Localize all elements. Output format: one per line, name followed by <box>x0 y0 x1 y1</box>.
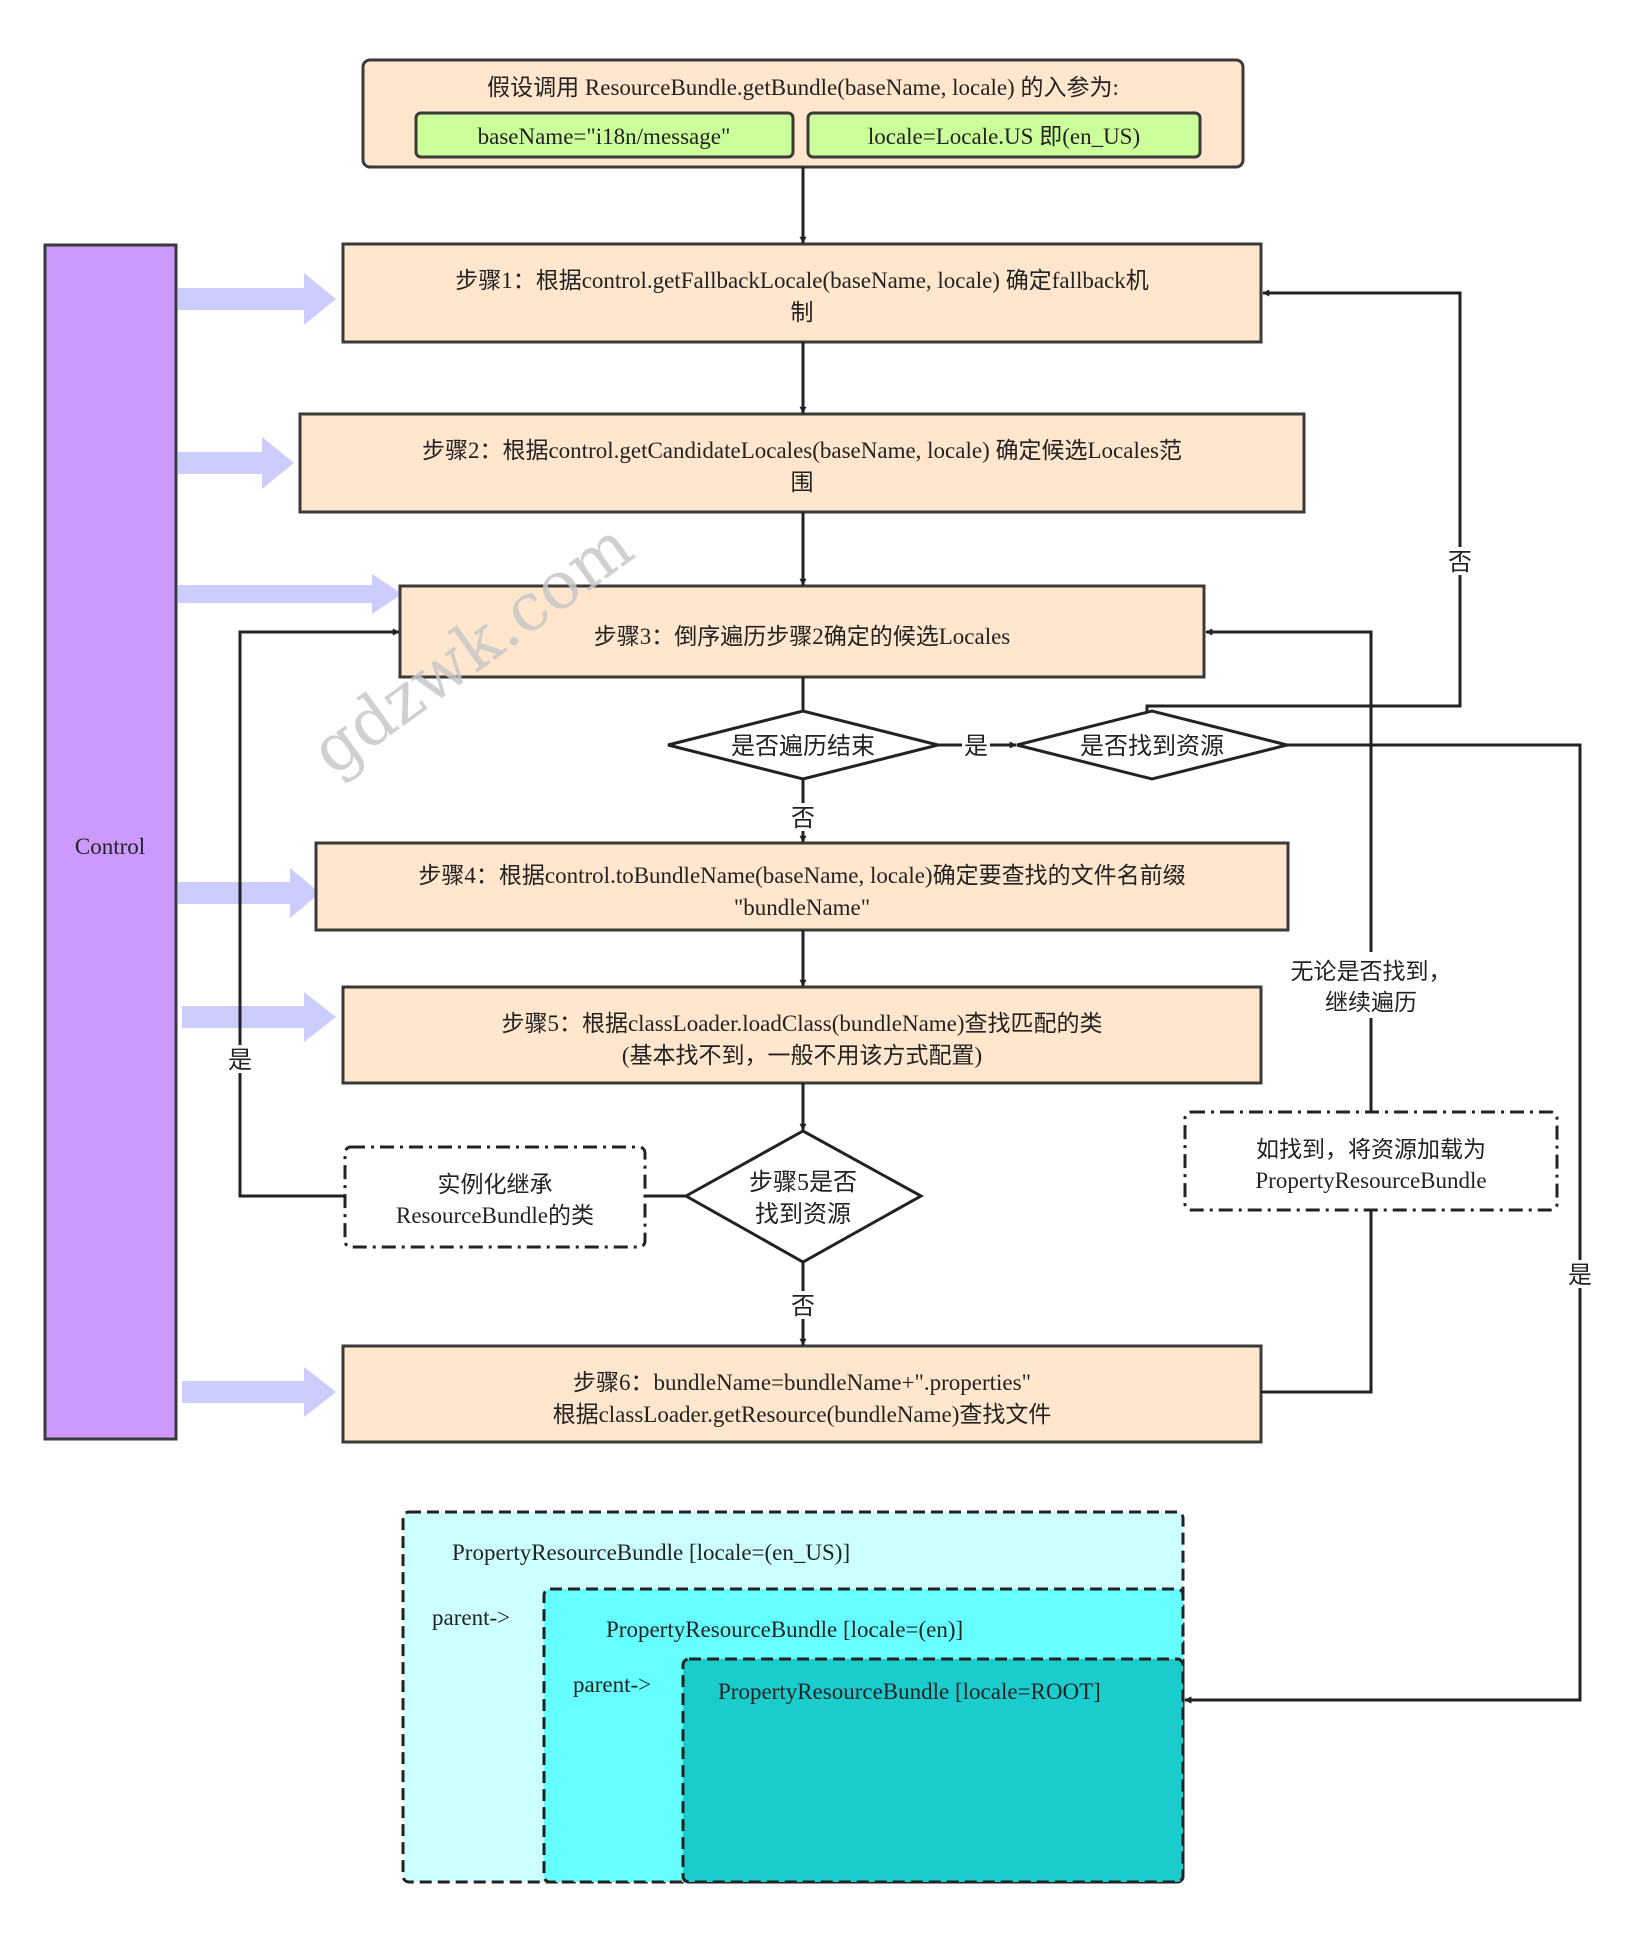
control-arrow-step2 <box>178 437 294 489</box>
step1-line1: 步骤1：根据control.getFallbackLocale(baseName… <box>455 268 1149 293</box>
edge-found-no-to-step1 <box>1145 289 1462 711</box>
label-found-no: 否 <box>1448 550 1472 576</box>
label-traverse-no: 否 <box>791 806 815 832</box>
step2-box: 步骤2：根据control.getCandidateLocales(baseNa… <box>298 412 1306 514</box>
step1-box: 步骤1：根据control.getFallbackLocale(baseName… <box>341 242 1263 344</box>
control-arrow-step3 <box>178 574 402 614</box>
edge-step6-to-note <box>1261 1210 1373 1394</box>
step6-line2: 根据classLoader.getResource(bundleName)查找文… <box>553 1402 1052 1427</box>
label-continue-line1: 无论是否找到， <box>1291 959 1452 984</box>
step1-line2: 制 <box>791 300 814 325</box>
header-box: 假设调用 ResourceBundle.getBundle(baseName, … <box>361 58 1245 169</box>
locale-param: locale=Locale.US 即(en_US) <box>868 124 1140 149</box>
edge-labels: 是 否 否 是 是 否 无论是否找到， 继续遍历 <box>226 547 1594 1320</box>
note-instantiate-line1: 实例化继承 <box>438 1172 553 1197</box>
control-arrow-step5 <box>182 992 336 1042</box>
note-load-prb-line1: 如找到，将资源加载为 <box>1256 1137 1486 1162</box>
control-arrow-step4 <box>178 868 320 918</box>
decision-step5-found: 步骤5是否 找到资源 <box>682 1129 925 1264</box>
step4-box: 步骤4：根据control.toBundleName(baseName, loc… <box>314 841 1290 932</box>
parent-label-mid: parent-> <box>573 1672 651 1697</box>
bundle-root-label: PropertyResourceBundle [locale=ROOT] <box>718 1679 1101 1704</box>
label-traverse-yes: 是 <box>964 734 988 760</box>
header-line1: 假设调用 ResourceBundle.getBundle(baseName, … <box>487 75 1119 100</box>
note-instantiate-line2: ResourceBundle的类 <box>396 1203 594 1228</box>
note-load-prb-line2: PropertyResourceBundle <box>1255 1168 1486 1193</box>
decision-step5-found-line2: 找到资源 <box>755 1201 851 1228</box>
decision-found-resource-label: 是否找到资源 <box>1080 733 1224 760</box>
note-load-prb: 如找到，将资源加载为 PropertyResourceBundle <box>1183 1110 1559 1212</box>
step5-line1: 步骤5：根据classLoader.loadClass(bundleName)查… <box>501 1011 1102 1036</box>
note-instantiate: 实例化继承 ResourceBundle的类 <box>343 1145 647 1249</box>
bundle-en-label: PropertyResourceBundle [locale=(en)] <box>606 1617 963 1642</box>
control-box: Control <box>43 243 178 1441</box>
step2-line1: 步骤2：根据control.getCandidateLocales(baseNa… <box>422 438 1182 463</box>
step4-line2: "bundleName" <box>734 895 870 920</box>
control-arrow-step1 <box>178 273 336 325</box>
decision-traverse-end: 是否遍历结束 <box>667 709 939 781</box>
edge-found-yes-to-root <box>1184 743 1582 1704</box>
bundle-en-us-label: PropertyResourceBundle [locale=(en_US)] <box>452 1540 850 1565</box>
connectors <box>238 167 1582 1704</box>
control-label: Control <box>75 834 145 859</box>
decision-found-resource: 是否找到资源 <box>1016 709 1288 781</box>
control-arrow-step6 <box>182 1367 336 1417</box>
step6-line1: 步骤6：bundleName=bundleName+".properties" <box>573 1370 1031 1395</box>
decision-step5-found-line1: 步骤5是否 <box>749 1169 857 1196</box>
control-arrows <box>178 273 402 1417</box>
step5-box: 步骤5：根据classLoader.loadClass(bundleName)查… <box>341 985 1263 1085</box>
step3-line1: 步骤3：倒序遍历步骤2确定的候选Locales <box>594 624 1011 649</box>
edge-instantiate-to-step3 <box>238 628 400 1198</box>
label-found-yes: 是 <box>1568 1263 1592 1289</box>
basename-param: baseName="i18n/message" <box>478 124 731 149</box>
label-step5-yes: 是 <box>228 1048 252 1074</box>
label-step5-no: 否 <box>791 1294 815 1320</box>
step5-line2: (基本找不到，一般不用该方式配置) <box>622 1043 982 1068</box>
locale-param-box <box>806 111 1202 159</box>
basename-param-box <box>414 111 795 159</box>
label-continue-line2: 继续遍历 <box>1325 990 1417 1015</box>
decision-traverse-end-label: 是否遍历结束 <box>731 733 875 760</box>
parent-label-outer: parent-> <box>432 1605 510 1630</box>
step3-box: 步骤3：倒序遍历步骤2确定的候选Locales <box>398 584 1206 679</box>
step6-box: 步骤6：bundleName=bundleName+".properties" … <box>341 1344 1263 1444</box>
step4-line1: 步骤4：根据control.toBundleName(baseName, loc… <box>418 863 1185 888</box>
bundle-root: PropertyResourceBundle [locale=ROOT] <box>681 1657 1185 1884</box>
step2-line2: 围 <box>791 470 814 495</box>
